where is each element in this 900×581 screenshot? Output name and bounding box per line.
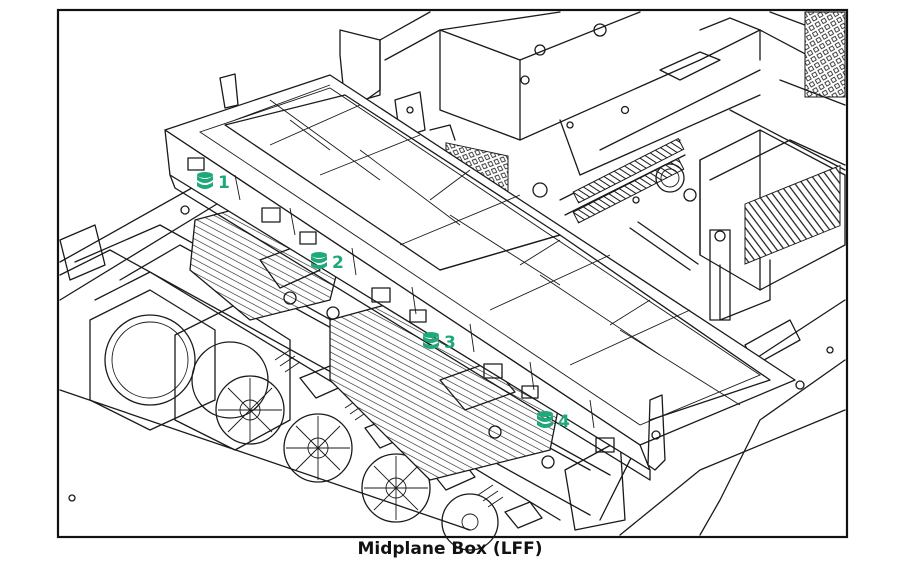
drive-stack-icon <box>537 411 553 428</box>
top-right-riser <box>729 11 846 171</box>
callout-1: 1 <box>197 172 230 193</box>
callout-label: 4 <box>558 412 570 432</box>
callout-label: 3 <box>444 333 456 353</box>
fan-module <box>174 304 291 451</box>
callout-label: 2 <box>332 253 344 273</box>
fan-bay <box>59 199 626 551</box>
callout-2: 2 <box>311 252 344 273</box>
fan-module <box>361 453 431 523</box>
midplane-drive-box <box>164 74 796 481</box>
callout-4: 4 <box>537 411 570 432</box>
fan-module <box>283 413 353 483</box>
fan-module <box>441 493 499 551</box>
fan-module <box>89 289 216 431</box>
callout-3: 3 <box>423 332 456 353</box>
figure-frame <box>56 8 849 539</box>
drive-stack-icon <box>423 332 439 349</box>
drive-stack-icon <box>197 172 213 189</box>
fan-module <box>215 375 285 445</box>
memory-slots <box>532 137 699 271</box>
figure-caption: Midplane Box (LFF) <box>357 539 543 559</box>
callout-label: 1 <box>218 173 230 193</box>
drive-stack-icon <box>311 252 327 269</box>
